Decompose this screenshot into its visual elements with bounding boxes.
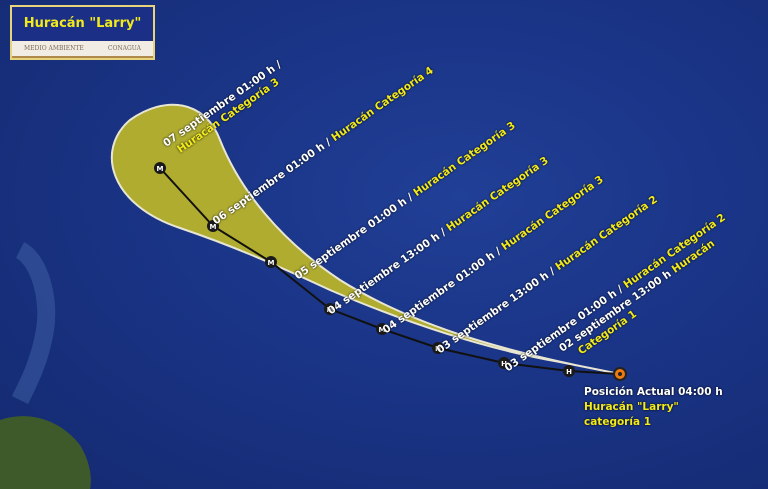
land-bottom-left <box>0 416 91 489</box>
track-point-symbol: M <box>157 165 164 173</box>
title-badge: Huracán "Larry" MEDIO AMBIENTE CONAGUA <box>10 5 155 60</box>
logo-medio-ambiente: MEDIO AMBIENTE <box>24 45 84 52</box>
track-point <box>376 323 388 335</box>
track-point-symbol: H <box>435 345 441 353</box>
logo-conagua: CONAGUA <box>107 45 141 52</box>
track-point-symbol: M <box>379 326 386 334</box>
track-point-symbol: M <box>268 259 275 267</box>
title: Huracán "Larry" <box>23 16 142 31</box>
island-chain <box>11 241 56 405</box>
track-point <box>563 365 575 377</box>
track-point-symbol: H <box>566 368 572 376</box>
track-point-symbol: H <box>501 360 507 368</box>
track-point <box>432 342 444 354</box>
track-point <box>265 256 277 268</box>
track-point <box>207 220 219 232</box>
forecast-cone <box>110 103 621 375</box>
current-position-label: Posición Actual 04:00 h Huracán "Larry" … <box>584 386 723 428</box>
track-point-symbol: M <box>210 223 217 231</box>
track-point <box>154 162 166 174</box>
track-point <box>498 357 510 369</box>
track-point-symbol: M <box>327 306 334 314</box>
track-point <box>324 303 336 315</box>
